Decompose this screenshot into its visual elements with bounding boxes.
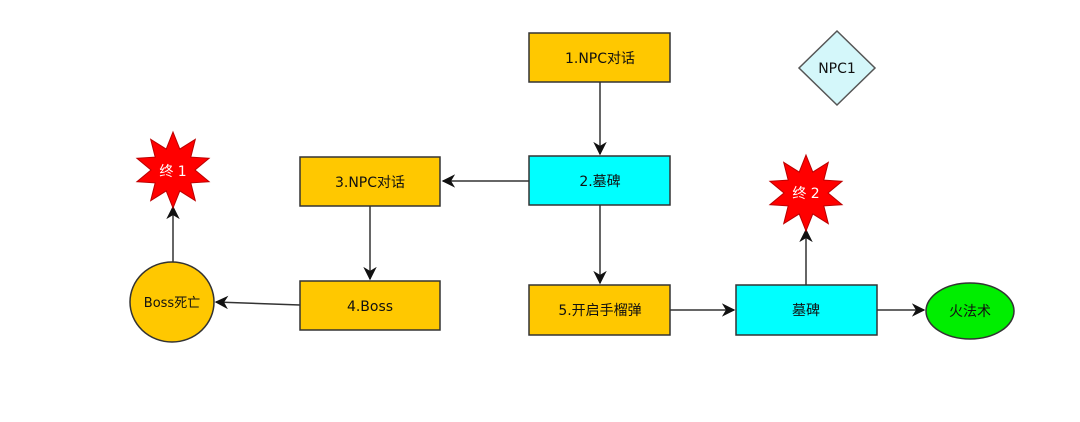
node-3-npc-dialog[interactable]: 3.NPC对话 bbox=[299, 156, 441, 207]
node-npc1-diamond[interactable]: NPC1 bbox=[797, 29, 877, 107]
node-tombstone[interactable]: 墓碑 bbox=[735, 284, 878, 336]
node-end-1[interactable]: 终 1 bbox=[135, 130, 211, 210]
node-label: 4.Boss bbox=[347, 299, 393, 315]
node-label: 1.NPC对话 bbox=[565, 51, 635, 67]
node-end-2[interactable]: 终 2 bbox=[768, 153, 844, 233]
node-1-npc-dialog[interactable]: 1.NPC对话 bbox=[528, 32, 671, 83]
node-label: 墓碑 bbox=[792, 303, 820, 319]
node-label: 终 2 bbox=[792, 186, 819, 202]
node-label: 2.墓碑 bbox=[579, 174, 620, 190]
node-fire-spell[interactable]: 火法术 bbox=[925, 282, 1015, 340]
node-label: 火法术 bbox=[949, 304, 991, 320]
node-label: 3.NPC对话 bbox=[335, 175, 405, 191]
node-label: 终 1 bbox=[159, 164, 186, 180]
node-2-tombstone[interactable]: 2.墓碑 bbox=[528, 155, 671, 206]
node-label: 5.开启手榴弹 bbox=[558, 303, 641, 319]
node-label: Boss死亡 bbox=[144, 296, 200, 311]
node-4-boss[interactable]: 4.Boss bbox=[299, 280, 441, 331]
node-boss-dead[interactable]: Boss死亡 bbox=[129, 261, 215, 343]
edge-4-to-bossdead bbox=[214, 295, 301, 310]
node-5-open-grenade[interactable]: 5.开启手榴弹 bbox=[528, 284, 671, 336]
node-label: NPC1 bbox=[818, 61, 856, 77]
